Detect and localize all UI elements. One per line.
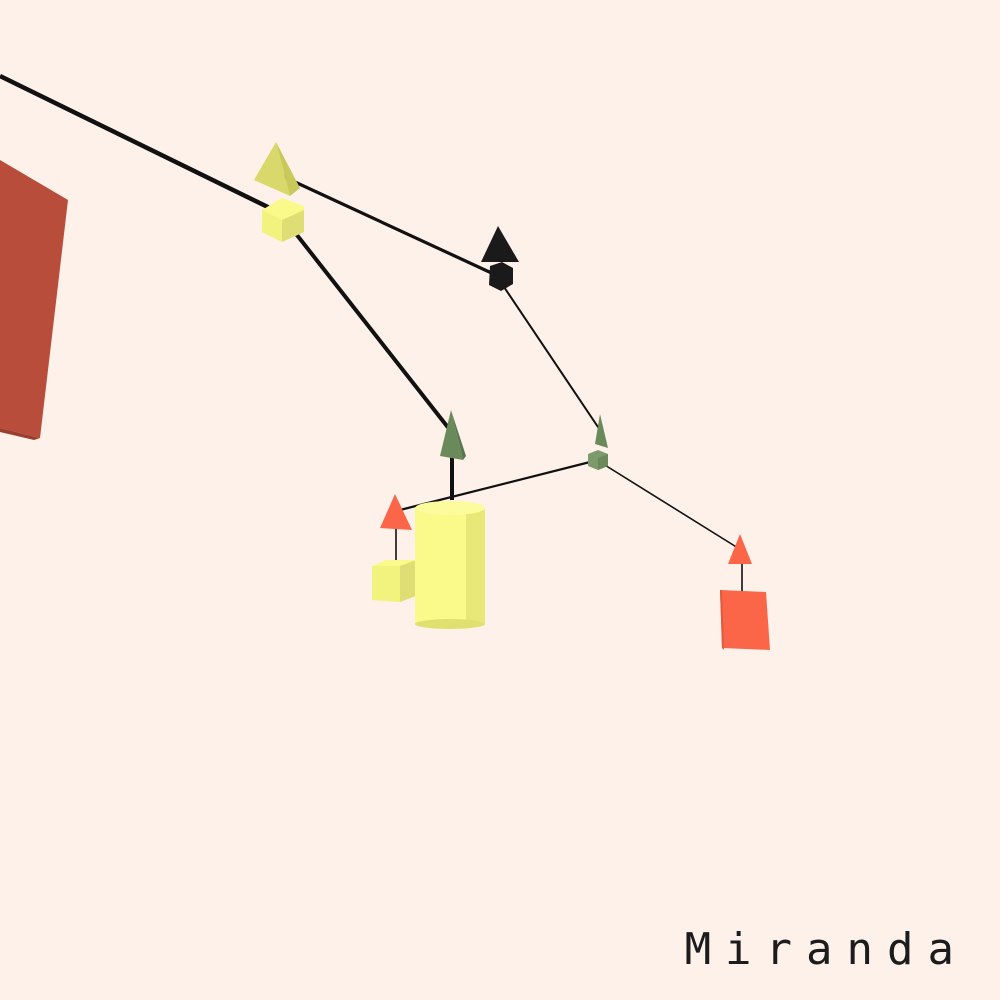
red-panel — [0, 160, 68, 440]
black-to-green-wire — [501, 283, 601, 431]
wires — [0, 73, 743, 592]
upper-right-wire — [281, 174, 499, 278]
yellow-small-cube — [372, 560, 416, 602]
green-cube-joint — [588, 450, 608, 470]
green-cone-left — [440, 410, 466, 460]
black-cone — [481, 226, 519, 262]
lower-left-wire — [291, 228, 452, 432]
main-wire — [0, 73, 279, 215]
tomato-cone-right — [728, 534, 752, 564]
yellow-cylinder — [415, 501, 485, 629]
balance-bar-wire — [399, 458, 599, 512]
black-hexagon-joint — [489, 262, 513, 291]
yellow-pyramid-top — [254, 142, 300, 196]
tomato-cone-left — [380, 494, 412, 530]
right-arm-wire — [599, 461, 739, 549]
tomato-square — [720, 590, 770, 650]
yellow-cube-joint — [262, 198, 304, 242]
caption-text: Miranda — [684, 924, 968, 975]
green-cone-right — [595, 414, 608, 448]
